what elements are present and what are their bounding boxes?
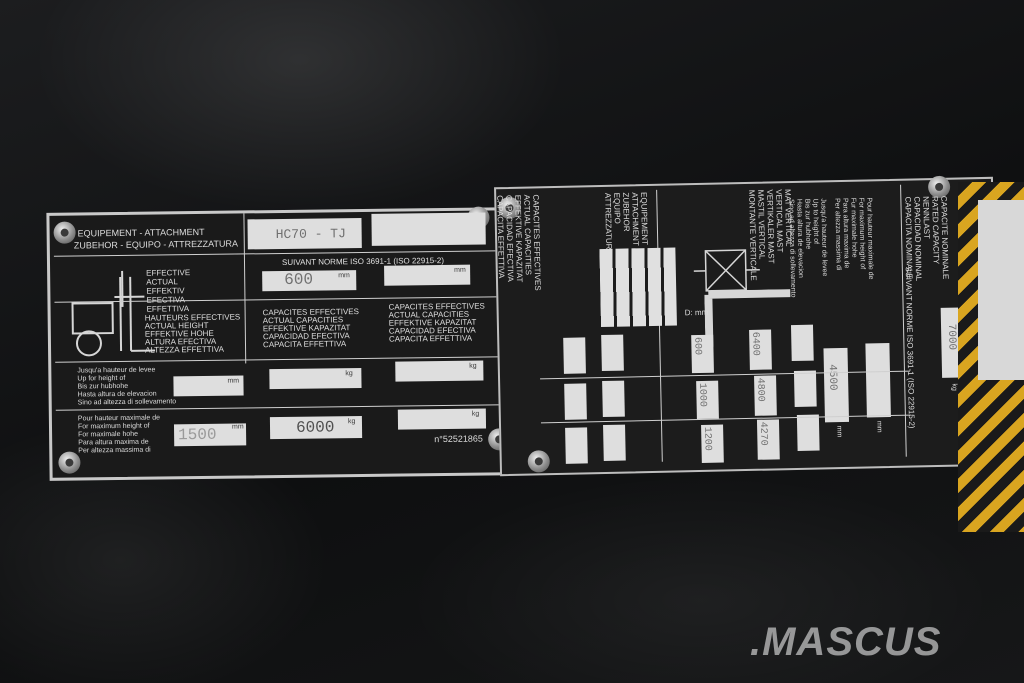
lift1-vertical: Jusqu'a hauteur de levee Up to height of… bbox=[787, 198, 828, 298]
max-height-value: 1500 bbox=[177, 425, 217, 445]
model-value: HC70 - TJ bbox=[275, 226, 346, 243]
forklift-icon bbox=[71, 270, 156, 357]
lift-height-value: 4500 bbox=[825, 364, 839, 391]
screw-bottom-left bbox=[58, 451, 81, 474]
d-mm-label: D: mm bbox=[684, 307, 709, 318]
mascus-watermark: .MASCUS bbox=[750, 620, 942, 664]
attachment-vertical: EQUIPEMENT ATTACHMENT ZUBEHOR EQUIPO ATT… bbox=[603, 192, 650, 255]
capacity-value-3: 4270 bbox=[756, 421, 769, 446]
blank-box-top-right bbox=[371, 212, 486, 246]
serial-number: n°52521865 bbox=[434, 433, 483, 445]
capacities-col-1: CAPACITES EFFECTIVES ACTUAL CAPACITIES E… bbox=[262, 307, 359, 350]
screw-top-left bbox=[53, 221, 76, 244]
capacities-col-2: CAPACITES EFFECTIVES ACTUAL CAPACITIES E… bbox=[388, 301, 485, 344]
plate-header: EQUIPEMENT - ATTACHMENT bbox=[77, 226, 205, 239]
d-value-1: 600 bbox=[691, 336, 703, 356]
attachment-data-plate: EQUIPEMENT - ATTACHMENT ZUBEHOR - EQUIPO… bbox=[46, 206, 516, 481]
row2-labels: Pour hauteur maximale de For maximum hei… bbox=[77, 414, 161, 455]
load-chart-plate: CAPACITES EFFECTIVES ACTUAL CAPACITIES E… bbox=[494, 175, 999, 477]
max-capacity-value: 6000 bbox=[295, 418, 335, 437]
d-value-3: 1200 bbox=[701, 426, 713, 451]
plate-header-translations: ZUBEHOR - EQUIPO - ATTREZZATURA bbox=[73, 238, 239, 251]
lift2-vertical: Pour hauteur maximale de For maximum hei… bbox=[833, 197, 875, 280]
effective-labels: EFFECTIVE ACTUAL EFFEKTIV EFECTIVA EFFET… bbox=[146, 268, 191, 314]
height-labels: HAUTEURS EFFECTIVES ACTUAL HEIGHT EFFEKT… bbox=[144, 312, 241, 355]
d-value-2: 1000 bbox=[696, 382, 708, 408]
capacities-vertical: CAPACITES EFFECTIVES ACTUAL CAPACITIES E… bbox=[495, 194, 543, 291]
row1-labels: Jusqu'a hauteur de levee Up for height o… bbox=[77, 366, 177, 407]
screw-bottom-left bbox=[527, 450, 551, 473]
effective-value: 600 bbox=[284, 270, 314, 289]
side-sticker bbox=[978, 200, 1024, 380]
capacity-value-1: 6400 bbox=[749, 331, 761, 356]
rated-capacity-value: 7000 bbox=[944, 323, 958, 351]
capacity-value-2: 4800 bbox=[754, 377, 766, 402]
